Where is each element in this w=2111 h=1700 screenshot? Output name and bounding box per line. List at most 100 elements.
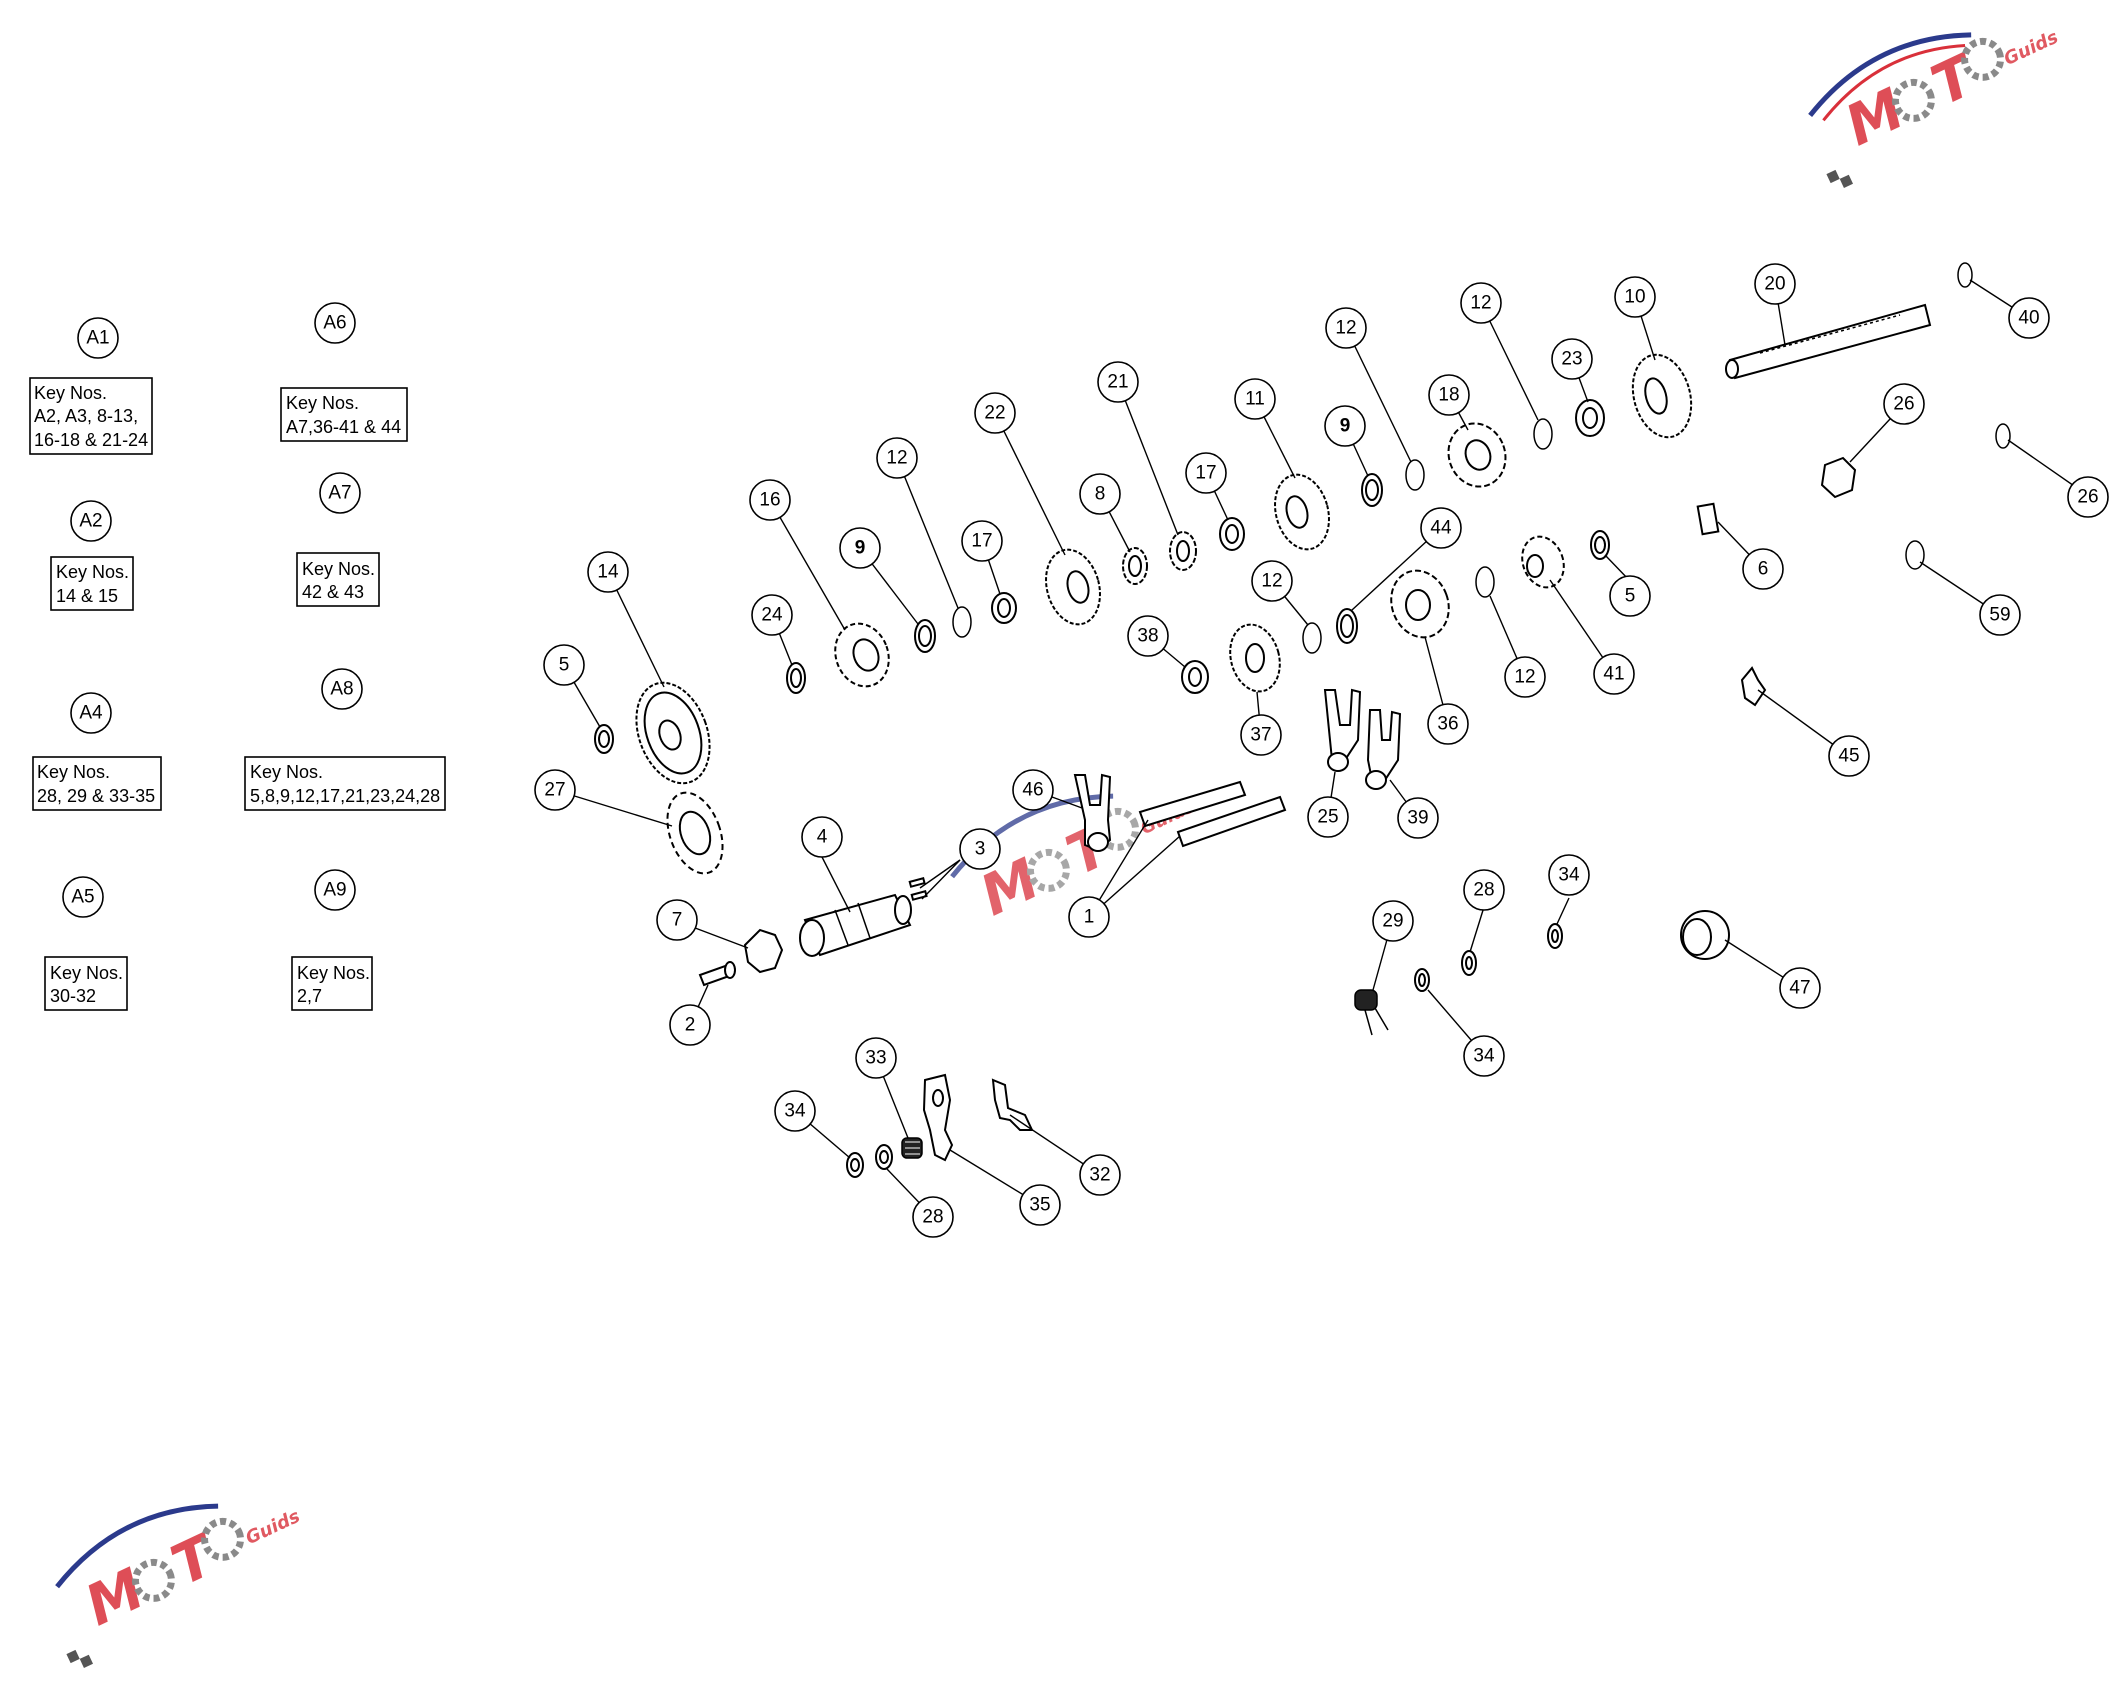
callout-1: 1 [1068,896,1110,938]
kit-a5-line-1: Key Nos. [50,963,123,983]
callout-38: 38 [1127,615,1169,657]
svg-text:26: 26 [2077,487,2098,508]
washer-8-inner-shape [1128,555,1142,577]
callout-17-right: 17 [1185,452,1227,494]
svg-text:Guids: Guids [243,1506,304,1549]
washer-5-left-inner-shape [598,730,610,748]
callout-12-b: 12 [1325,307,1367,349]
svg-text:11: 11 [1245,389,1265,410]
callout-28-right: 28 [1463,869,1505,911]
callout-33: 33 [855,1037,897,1079]
kit-a6-line-2: A7,36-41 & 44 [286,417,401,437]
callout-5-right: 5 [1609,575,1651,617]
pin-3-a-shape [908,877,926,888]
callout-41: 41 [1593,653,1635,695]
callout-11: 11 [1234,378,1276,420]
callout-9-right: 9 [1324,405,1366,447]
svg-text:6: 6 [1758,559,1769,580]
gear-22-shape [1045,548,1101,626]
svg-text:12: 12 [1514,667,1535,688]
callout-32: 32 [1079,1154,1121,1196]
svg-text:M: M [1836,77,1914,159]
callout-5-left: 5 [543,644,585,686]
callout-44: 44 [1420,507,1462,549]
gear-37-shape [1229,623,1281,693]
bush-17-right-inner-shape [1225,524,1239,544]
kit-a9-label: A9 [323,880,346,901]
gear-14-shape [635,681,711,785]
svg-text:16: 16 [759,490,780,511]
callout-24: 24 [751,594,793,636]
svg-text:7: 7 [672,910,683,931]
svg-text:12: 12 [1335,318,1356,339]
gear-41-shape [1521,535,1565,589]
svg-text:27: 27 [544,780,565,801]
kit-a9-line-2: 2,7 [297,986,322,1006]
svg-text:26: 26 [1893,394,1914,415]
kit-a5: A5 Key Nos. 30-32 [44,876,128,1011]
callout-14: 14 [587,551,629,593]
bolt-2-shape [698,961,736,987]
svg-text:8: 8 [1095,484,1106,505]
key-6-shape [1696,502,1720,536]
kit-a5-label: A5 [71,887,94,908]
svg-text:36: 36 [1437,714,1458,735]
kit-a2-label: A2 [79,511,102,532]
shaft-20-shape [1725,303,1932,380]
washer-34-lower-inner-shape [850,1158,860,1172]
washer-9-left-inner-shape [918,625,932,647]
callout-34-right-b: 34 [1548,854,1590,896]
circlip-12-a-shape [952,606,972,638]
watermark-logo-top-right: M T Guids [1808,27,2062,188]
svg-text:35: 35 [1029,1195,1050,1216]
callout-35: 35 [1019,1184,1061,1226]
kit-a7-line-2: 42 & 43 [302,582,364,602]
svg-text:12: 12 [886,448,907,469]
callout-37: 37 [1240,714,1282,756]
svg-text:23: 23 [1561,349,1582,370]
svg-text:59: 59 [1989,605,2010,626]
svg-text:1: 1 [1084,907,1095,928]
bush-38-inner-shape [1188,667,1202,687]
svg-text:45: 45 [1838,746,1859,767]
callout-25: 25 [1307,796,1349,838]
circlip-26-shape [1995,423,2011,449]
svg-text:34: 34 [1473,1046,1495,1067]
kit-a6: A6 Key Nos. A7,36-41 & 44 [280,302,408,442]
dog-gear-16-shape [834,622,890,688]
callout-29: 29 [1372,900,1414,942]
callout-9-left: 9 [839,527,881,569]
svg-text:46: 46 [1022,780,1043,801]
bush-23-inner-shape [1582,407,1598,429]
circlip-59-shape [1905,540,1925,570]
callout-46: 46 [1012,769,1054,811]
kit-a8-line-2: 5,8,9,12,17,21,23,24,28 [250,786,440,806]
circlip-12-c-shape [1533,418,1553,450]
kit-a1-line-2: A2, A3, 8-13, [34,406,138,426]
callout-18: 18 [1428,374,1470,416]
callout-4: 4 [801,816,843,858]
callout-26-b: 26 [2067,476,2109,518]
svg-text:4: 4 [817,827,828,848]
kit-a5-line-2: 30-32 [50,986,96,1006]
svg-text:18: 18 [1438,385,1459,406]
svg-text:32: 32 [1089,1165,1110,1186]
svg-text:10: 10 [1624,287,1645,308]
clip-45-shape [1740,666,1767,707]
svg-text:29: 29 [1382,911,1403,932]
svg-text:M: M [76,1557,154,1639]
callout-20: 20 [1754,263,1796,305]
circlip-12-d-shape [1475,566,1495,598]
callout-2: 2 [669,1004,711,1046]
svg-text:28: 28 [1473,880,1494,901]
svg-text:41: 41 [1603,664,1624,685]
callout-8: 8 [1079,473,1121,515]
callout-10: 10 [1614,276,1656,318]
rods-1-shape [1138,780,1287,848]
callout-7: 7 [656,899,698,941]
callout-17-left: 17 [961,520,1003,562]
washer-28-lower-inner-shape [879,1150,889,1164]
svg-text:9: 9 [1340,416,1351,437]
callout-27: 27 [534,769,576,811]
